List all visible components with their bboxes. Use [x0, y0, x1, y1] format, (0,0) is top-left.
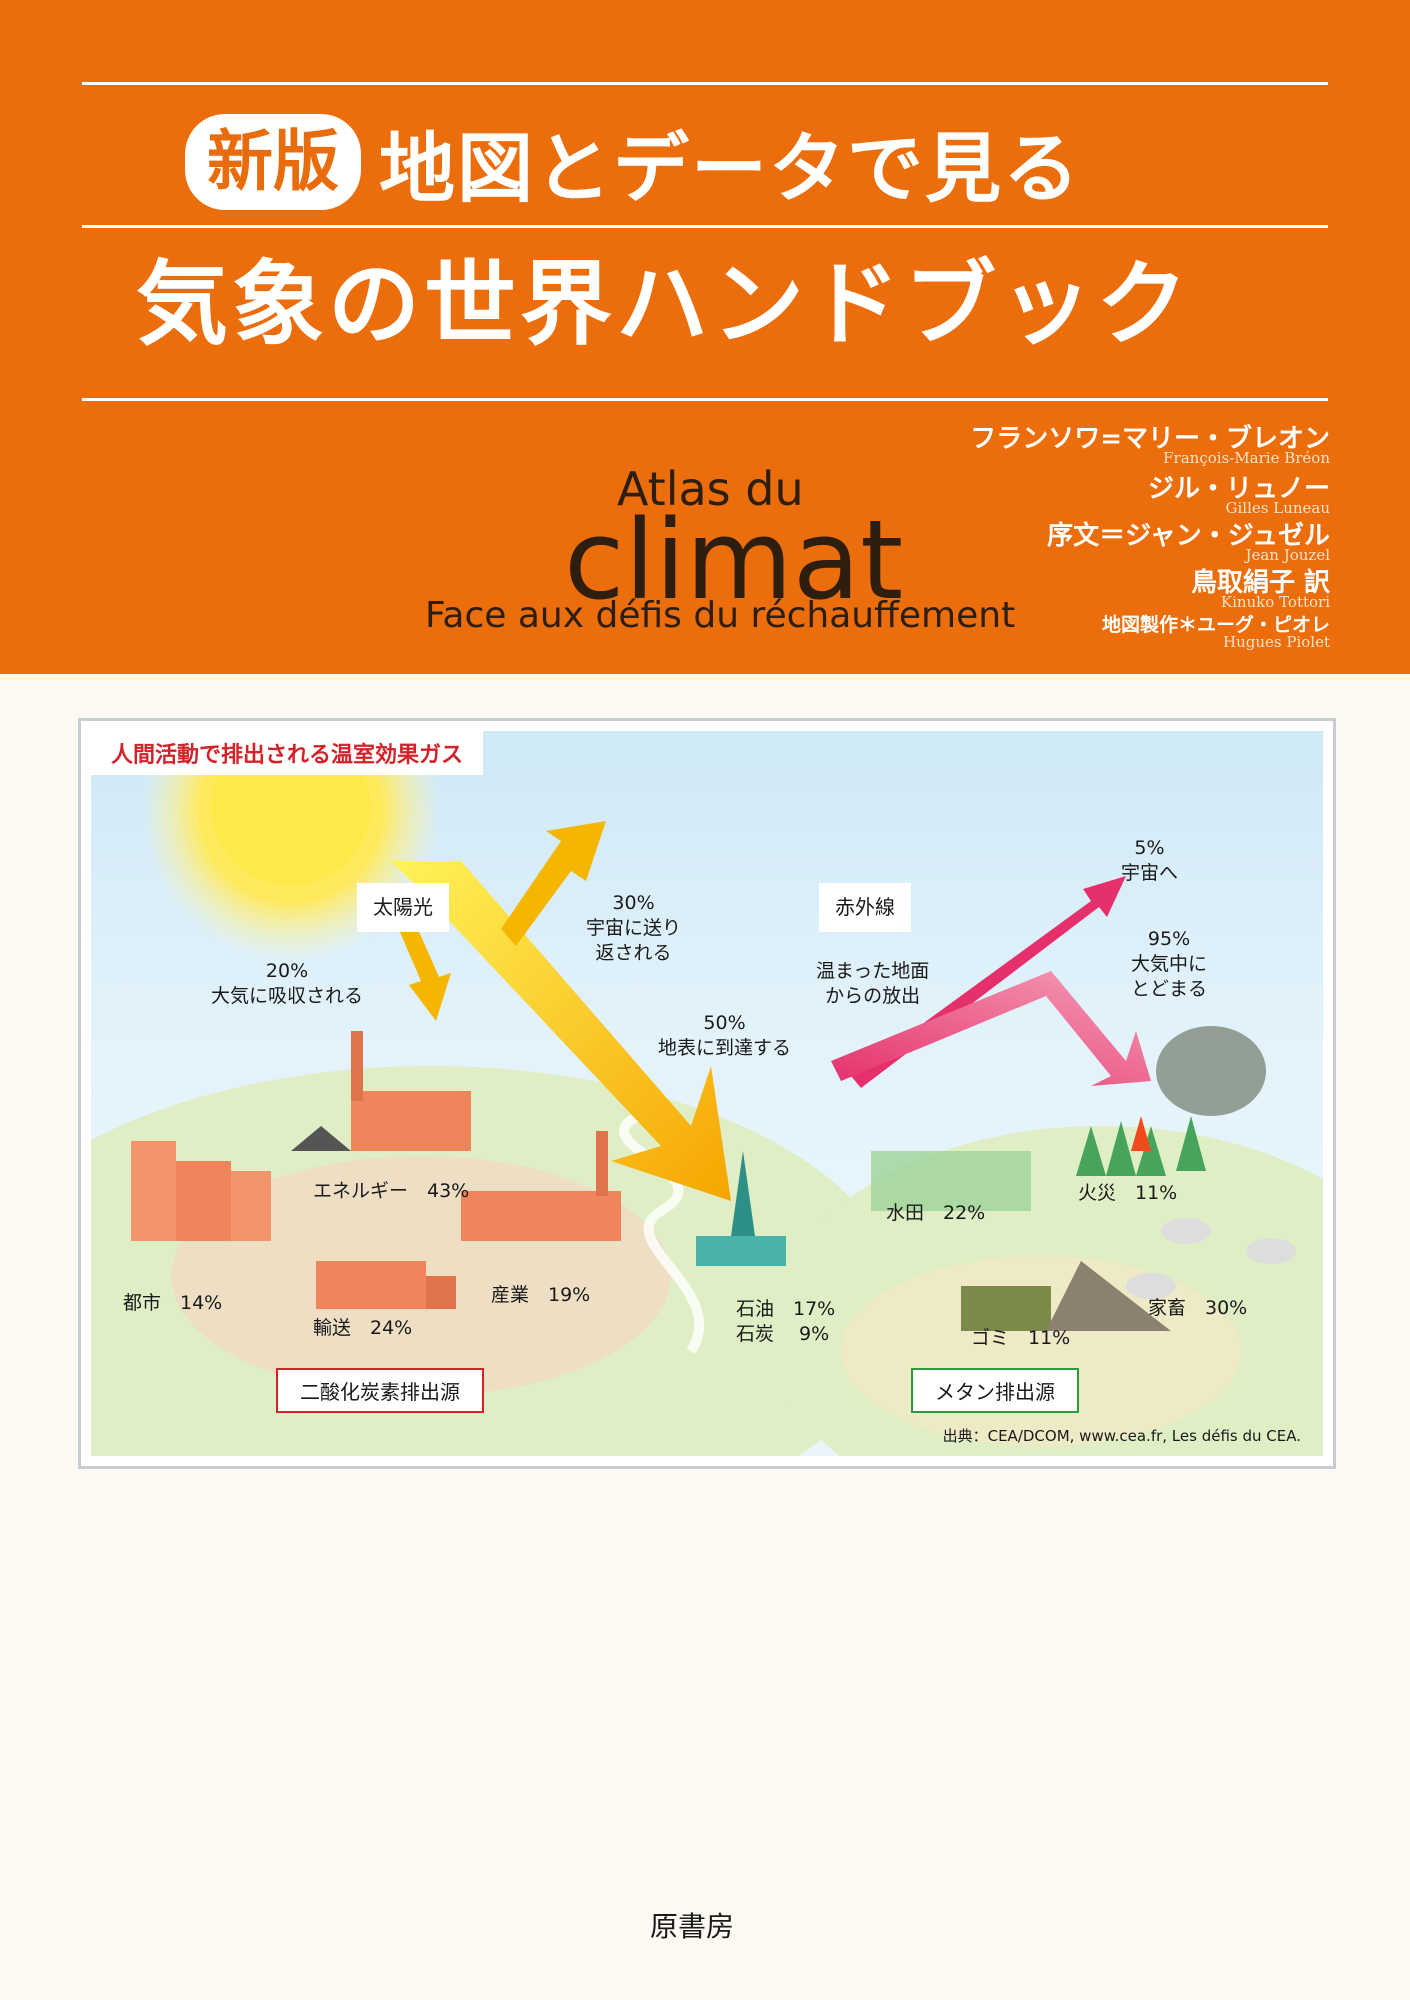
oil-rig-tower — [731, 1151, 755, 1236]
cow — [1161, 1218, 1211, 1244]
transport-source: 輸送 24% — [313, 1317, 413, 1339]
reflected-label: 30% 宇宙に送り 返される — [586, 892, 682, 964]
sunlight-arrow-absorbed — [391, 909, 451, 1021]
coal-source: 石炭 9% — [736, 1323, 830, 1345]
power-plant-chimney — [351, 1031, 363, 1101]
city-building — [231, 1171, 271, 1241]
oil-source: 石油 17% — [736, 1298, 836, 1320]
truck-cab — [426, 1276, 456, 1309]
city-building — [176, 1161, 231, 1241]
fire-flame — [1131, 1116, 1151, 1151]
power-plant — [351, 1091, 471, 1151]
city-building — [131, 1141, 176, 1241]
waste-source: ゴミ 11% — [971, 1327, 1071, 1349]
cover-header: 新版 地図とデータで見る 気象の世界ハンドブック Atlas du climat… — [0, 0, 1410, 674]
sunlight-arrow-ground — [391, 861, 731, 1201]
preface-author-roman: Jean Jouzel — [1245, 546, 1330, 564]
cartographer-roman: Hugues Piolet — [1223, 633, 1330, 651]
tree — [1106, 1121, 1136, 1176]
sunlight-arrow-reflected — [501, 821, 606, 946]
author-2: ジル・リュノー — [1147, 474, 1330, 504]
title-main-1: 地図とデータで見る — [379, 124, 1081, 213]
river — [619, 1106, 705, 1354]
rice-paddy — [871, 1151, 1031, 1211]
original-title-climat: climat — [564, 496, 904, 624]
cartographer: 地図製作＊ユーグ・ピオレ — [1101, 614, 1330, 636]
rice-source: 水田 22% — [886, 1202, 986, 1224]
livestock-source: 家畜 30% — [1148, 1297, 1248, 1319]
edition-badge: 新版 — [185, 114, 361, 210]
greenhouse-figure: 人間活動で排出される温室効果ガス 太陽光 赤外線 30% 宇宙に送り 返される … — [78, 718, 1336, 1469]
city-source: 都市 14% — [123, 1292, 223, 1314]
source-credit: 出典：CEA/DCOM, www.cea.fr, Les défis du CE… — [942, 1427, 1301, 1445]
energy-source: エネルギー 43% — [313, 1180, 470, 1202]
industry-source: 産業 19% — [491, 1284, 591, 1306]
absorbed-label: 20% 大気に吸収される — [211, 960, 364, 1007]
rule-middle — [82, 225, 1328, 228]
figure-panel: 人間活動で排出される温室効果ガス 太陽光 赤外線 30% 宇宙に送り 返される … — [91, 731, 1323, 1456]
oil-rig — [696, 1236, 786, 1266]
tree — [1076, 1126, 1106, 1176]
publisher: 原書房 — [650, 1910, 735, 1943]
tree — [1176, 1116, 1206, 1171]
rule-bottom — [82, 398, 1328, 401]
original-title-atlas: Atlas du — [617, 462, 804, 516]
sunlight-label: 太陽光 — [357, 883, 449, 932]
factory — [461, 1191, 621, 1241]
reach-ground-label: 50% 地表に到達する — [658, 1012, 792, 1059]
author-1: フランソワ=マリー・ブレオン — [970, 424, 1330, 454]
factory-chimney — [596, 1131, 608, 1196]
garbage-truck — [961, 1286, 1051, 1331]
smoke — [1156, 1026, 1266, 1116]
author-1-roman: François-Marie Bréon — [1163, 449, 1330, 467]
author-2-roman: Gilles Luneau — [1225, 499, 1330, 517]
legend-co2: 二酸化炭素排出源 — [276, 1368, 484, 1413]
coal-pile — [291, 1126, 351, 1151]
original-subtitle: Face aux défis du réchauffement — [425, 595, 1016, 636]
preface-author: 序文＝ジャン・ジュゼル — [1047, 521, 1330, 551]
title-line-2: 気象の世界ハンドブック — [136, 251, 1193, 358]
land-right-patch — [841, 1256, 1241, 1446]
rule-top — [82, 82, 1328, 85]
figure-title: 人間活動で排出される温室効果ガス — [91, 731, 484, 775]
garbage-pile — [1046, 1261, 1171, 1331]
to-space-label: 5% 宇宙へ — [1121, 837, 1179, 884]
title-line-1: 新版 地図とデータで見る — [185, 108, 1081, 216]
infrared-label: 赤外線 — [819, 883, 911, 932]
cow — [1126, 1273, 1176, 1299]
ground-emission-label: 温まった地面 からの放出 — [816, 960, 930, 1007]
cow — [1246, 1238, 1296, 1264]
legend-methane: メタン排出源 — [911, 1368, 1079, 1413]
fire-source: 火災 11% — [1078, 1182, 1178, 1204]
atmosphere-label: 95% 大気中に とどまる — [1131, 928, 1208, 1000]
translator-roman: Kinuko Tottori — [1220, 593, 1330, 611]
translator: 鳥取絹子 訳 — [1190, 568, 1330, 598]
infrared-arrow-atmosphere — [831, 971, 1151, 1086]
truck — [316, 1261, 426, 1309]
